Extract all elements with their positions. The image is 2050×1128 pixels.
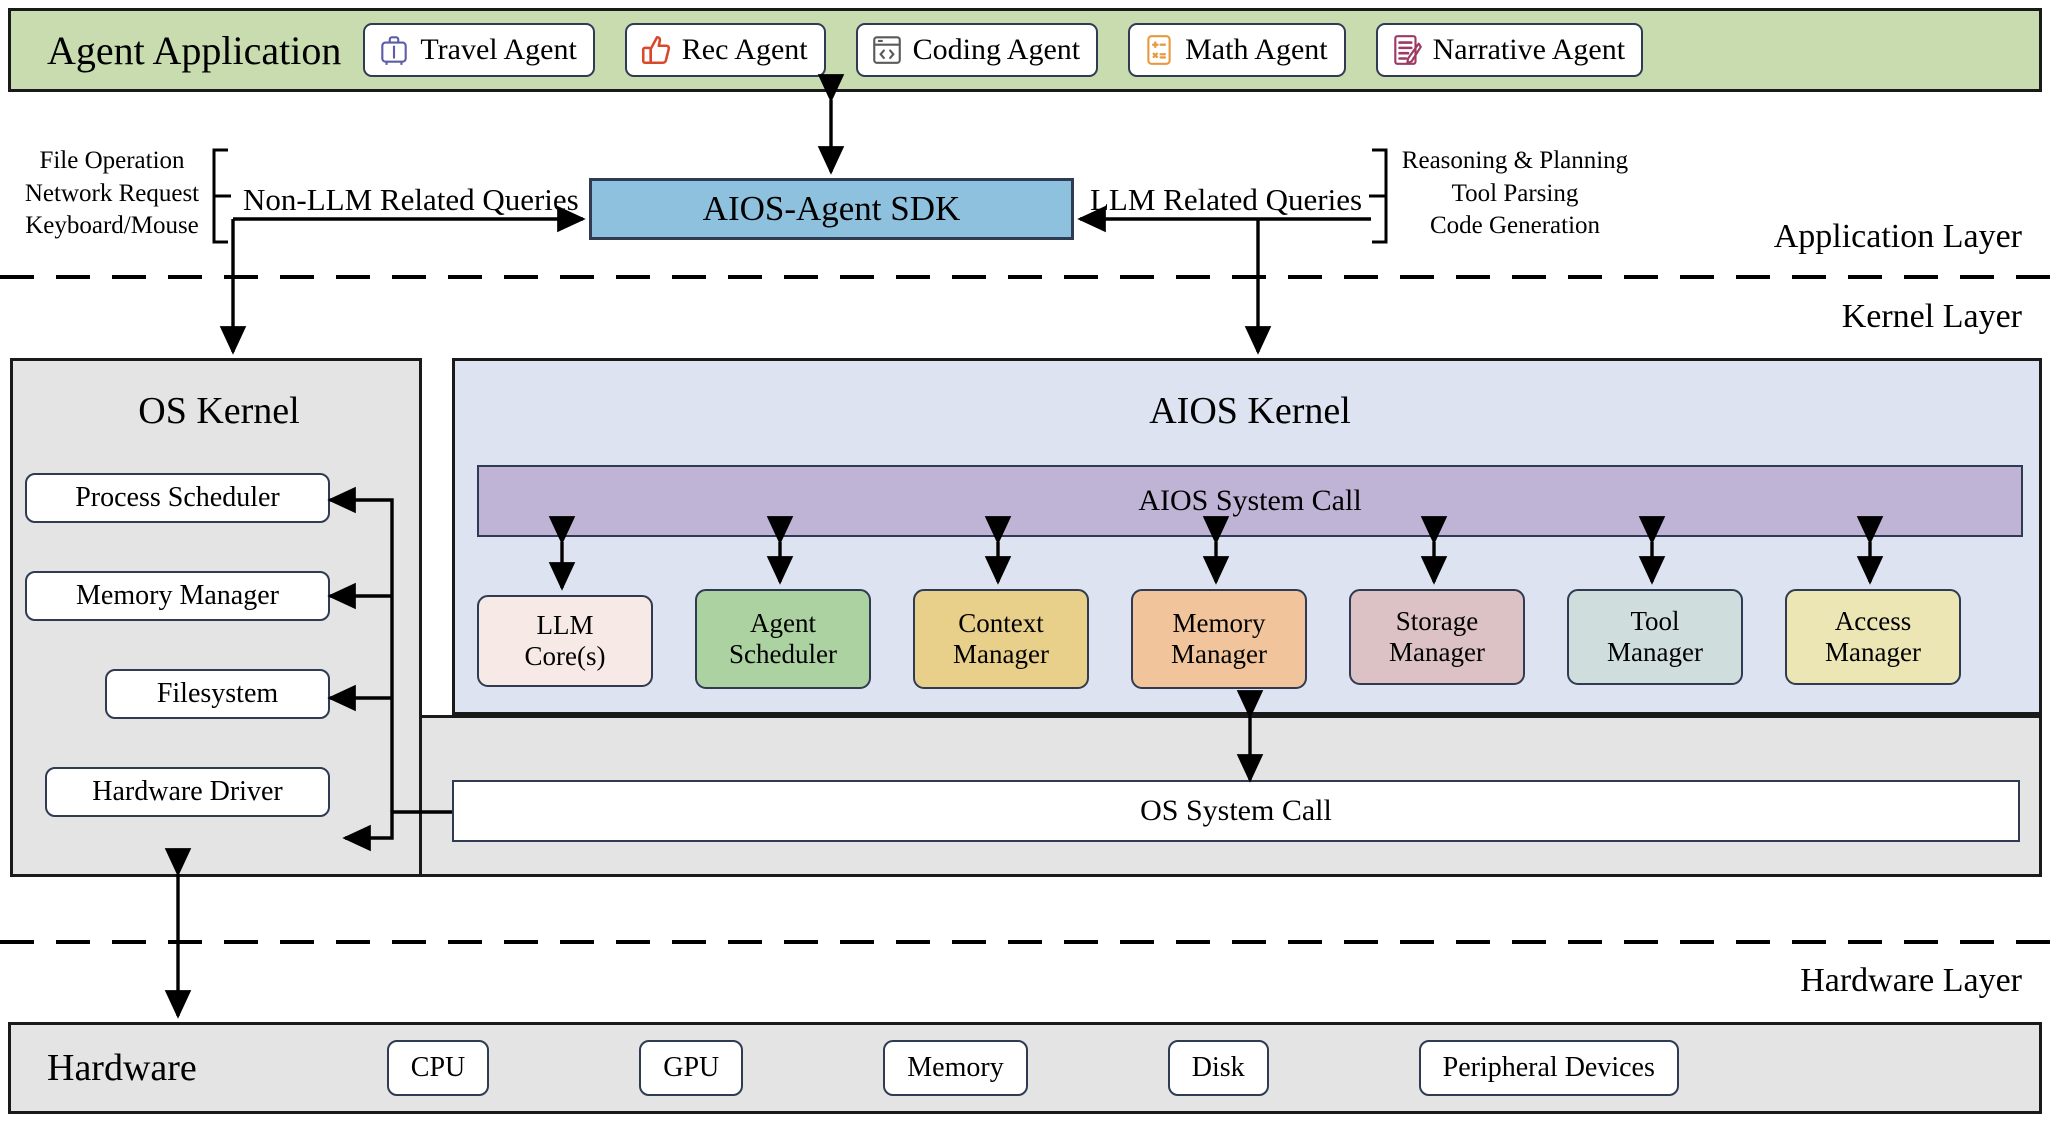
hardware-item-label: Disk xyxy=(1191,1052,1245,1083)
thumbs-up-icon xyxy=(639,33,673,67)
sdk-label: AIOS-Agent SDK xyxy=(702,189,961,228)
hardware-band: Hardware CPU GPU Memory Disk Peripheral … xyxy=(8,1022,2042,1114)
agent-chip-math[interactable]: Math Agent xyxy=(1128,23,1346,77)
agent-chip-coding[interactable]: Coding Agent xyxy=(855,23,1099,77)
agent-label: Rec Agent xyxy=(681,33,808,66)
non-llm-query-items: File Operation Network Request Keyboard/… xyxy=(12,145,212,243)
agent-label: Narrative Agent xyxy=(1432,33,1626,66)
agent-label: Math Agent xyxy=(1185,33,1328,66)
hardware-item-cpu[interactable]: CPU xyxy=(386,1040,490,1096)
agent-label: Coding Agent xyxy=(912,33,1081,66)
query-item: File Operation xyxy=(39,147,185,174)
agent-application-band: Agent Application Travel Agent Rec Agent xyxy=(8,8,2042,92)
hardware-item-label: Memory xyxy=(907,1052,1004,1083)
hardware-item-label: CPU xyxy=(410,1052,466,1083)
os-kernel-item-hardware-driver[interactable]: Hardware Driver xyxy=(45,767,330,817)
os-kernel-panel: OS Kernel Process Scheduler Memory Manag… xyxy=(10,358,422,877)
agent-chip-rec[interactable]: Rec Agent xyxy=(624,23,826,77)
aios-agent-sdk-box[interactable]: AIOS-Agent SDK xyxy=(589,178,1074,240)
code-window-icon xyxy=(870,33,904,67)
query-item: Network Request xyxy=(24,179,200,207)
os-kernel-title: OS Kernel xyxy=(138,390,300,432)
non-llm-related-queries-label: Non-LLM Related Queries xyxy=(243,182,579,217)
llm-related-queries-label: LLM Related Queries xyxy=(1090,182,1363,217)
os-system-call-bar[interactable]: OS System Call xyxy=(452,780,2020,842)
aios-system-call-bar[interactable]: AIOS System Call xyxy=(477,465,2023,537)
os-kernel-item-label: Process Scheduler xyxy=(75,482,280,513)
os-kernel-item-process-scheduler[interactable]: Process Scheduler xyxy=(25,473,330,523)
query-item: Tool Parsing xyxy=(1451,179,1579,207)
aios-system-call-label: AIOS System Call xyxy=(1138,484,1362,517)
hardware-item-label: Peripheral Devices xyxy=(1442,1052,1655,1083)
hardware-item-peripheral-devices[interactable]: Peripheral Devices xyxy=(1418,1040,1679,1096)
page-title: Agent Application xyxy=(47,27,342,73)
application-layer-label: Application Layer xyxy=(1773,218,2022,255)
hardware-title: Hardware xyxy=(47,1047,197,1089)
os-kernel-item-filesystem[interactable]: Filesystem xyxy=(105,669,330,719)
os-system-call-label: OS System Call xyxy=(1140,794,1332,827)
os-kernel-item-label: Filesystem xyxy=(156,678,279,709)
agent-chip-travel[interactable]: Travel Agent xyxy=(363,23,595,77)
llm-query-items: Reasoning & Planning Tool Parsing Code G… xyxy=(1385,145,1645,243)
hardware-layer-label: Hardware Layer xyxy=(1800,962,2022,999)
agent-chip-narrative[interactable]: Narrative Agent xyxy=(1375,23,1644,77)
suitcase-icon xyxy=(377,33,411,67)
hardware-item-gpu[interactable]: GPU xyxy=(639,1040,744,1096)
query-item: Reasoning & Planning xyxy=(1401,147,1629,174)
query-item: Code Generation xyxy=(1429,212,1601,239)
kernel-layer-label: Kernel Layer xyxy=(1841,298,2022,335)
hardware-item-memory[interactable]: Memory xyxy=(883,1040,1028,1096)
os-kernel-item-label: Hardware Driver xyxy=(92,776,283,807)
calculator-icon xyxy=(1142,33,1176,67)
hardware-item-disk[interactable]: Disk xyxy=(1167,1040,1269,1096)
document-pen-icon xyxy=(1390,33,1424,67)
agent-label: Travel Agent xyxy=(420,33,577,66)
os-kernel-item-memory-manager[interactable]: Memory Manager xyxy=(25,571,330,621)
aios-kernel-title: AIOS Kernel xyxy=(1149,390,1351,432)
query-item: Keyboard/Mouse xyxy=(25,212,199,239)
os-kernel-item-label: Memory Manager xyxy=(76,580,279,611)
hardware-item-label: GPU xyxy=(663,1052,720,1083)
